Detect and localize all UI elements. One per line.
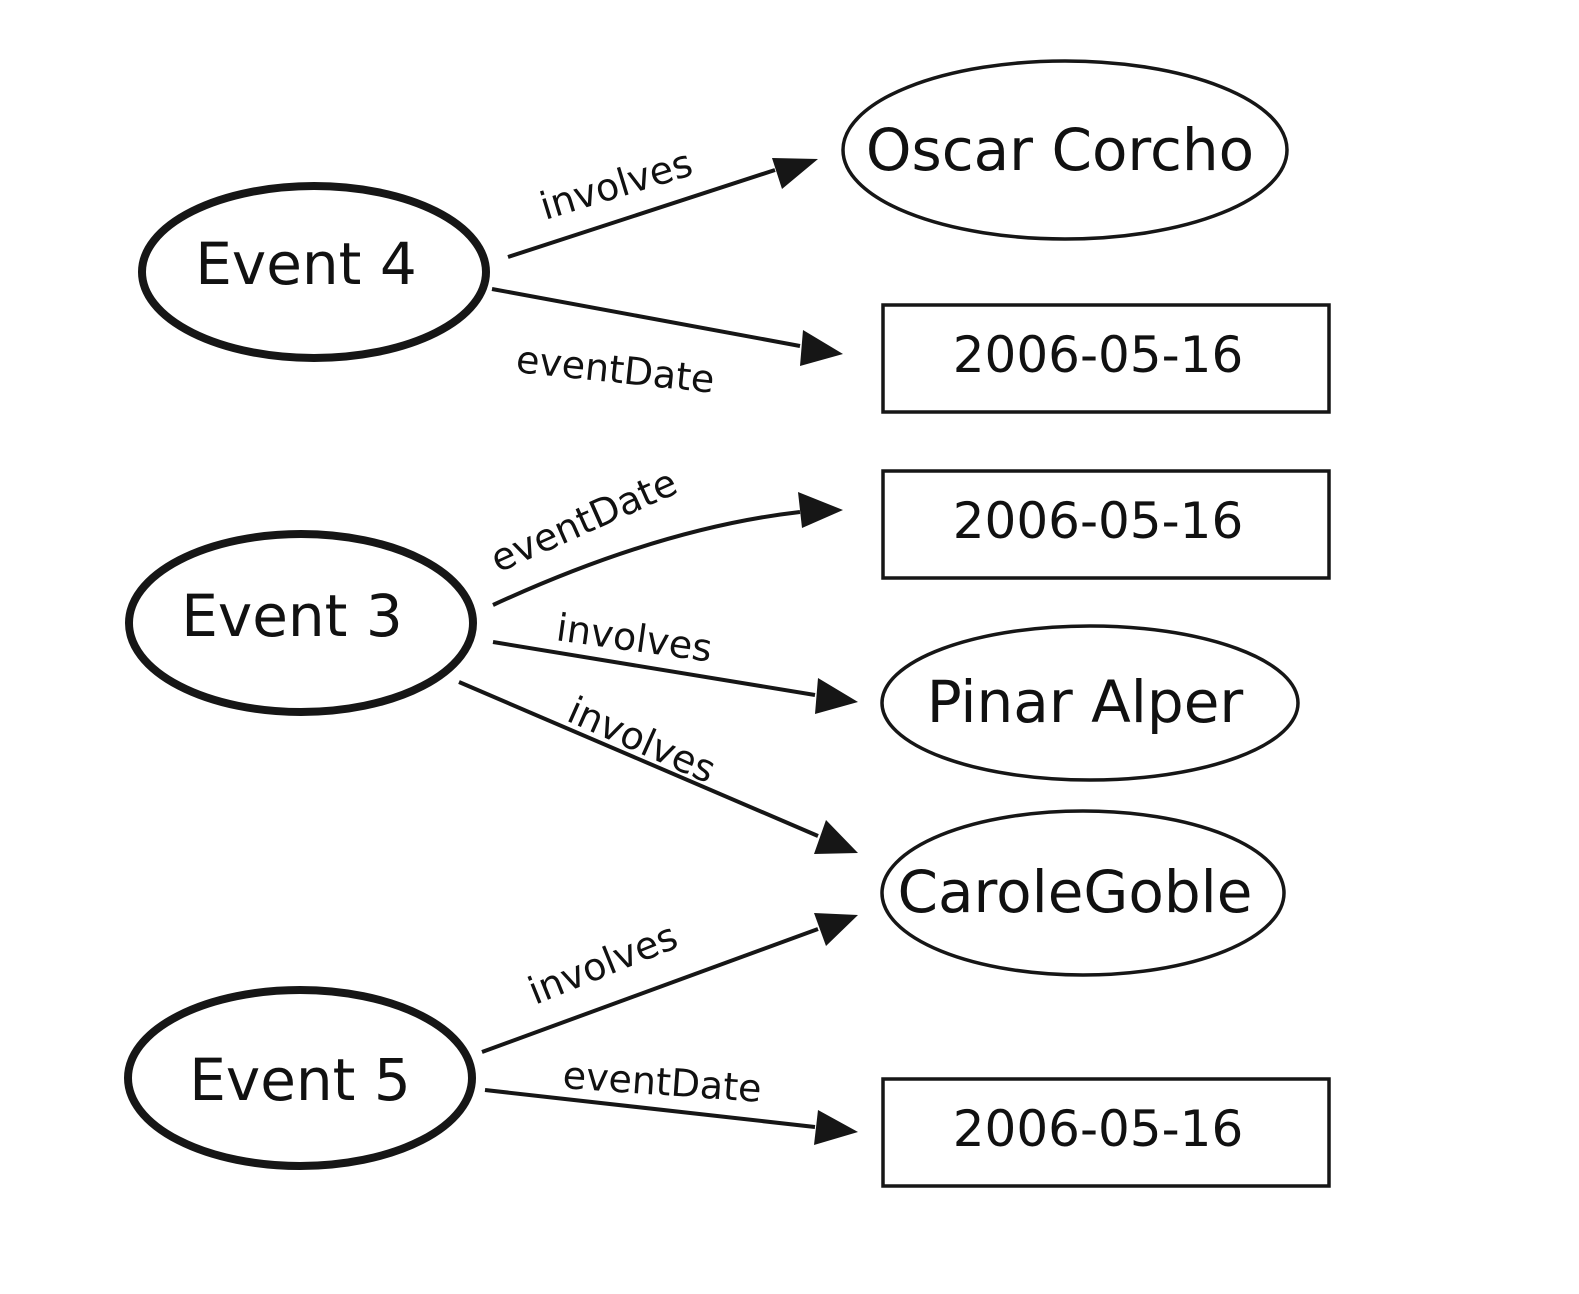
- literal-box: [881, 303, 1331, 414]
- node-label: 2006-05-16: [953, 1100, 1244, 1158]
- arrowhead-icon: [814, 820, 858, 854]
- entity-ellipse: [880, 809, 1286, 977]
- edge-label: eventDate: [514, 337, 717, 402]
- node-date-event3: 2006-05-16: [881, 469, 1331, 580]
- edge-line: [492, 640, 816, 697]
- event-ellipse: [138, 182, 490, 362]
- arrowhead-icon: [815, 678, 858, 714]
- node-label: Oscar Corcho: [866, 116, 1254, 184]
- literal-box: [881, 1077, 1331, 1188]
- node-label: 2006-05-16: [953, 326, 1244, 384]
- edge-label: involves: [561, 688, 722, 792]
- arrowhead-icon: [814, 913, 858, 946]
- edge-line: [491, 287, 801, 348]
- edge-line: [481, 927, 819, 1054]
- node-event-3: Event 3: [125, 530, 477, 716]
- edge-label: eventDate: [484, 460, 684, 581]
- edge-label: involves: [535, 141, 698, 229]
- event-ellipse: [124, 986, 476, 1170]
- edge-line: [458, 680, 819, 838]
- edge-label: involves: [522, 914, 684, 1013]
- node-label: Event 5: [189, 1046, 411, 1114]
- node-event-4: Event 4: [138, 182, 490, 362]
- edge-event3-eventdate: eventDate: [484, 460, 843, 607]
- edge-event5-involves-carole: involves: [481, 913, 858, 1054]
- arrowhead-icon: [772, 158, 818, 189]
- entity-ellipse: [880, 624, 1300, 782]
- entity-ellipse: [841, 59, 1289, 241]
- arrowhead-icon: [798, 492, 843, 528]
- node-label: Event 4: [195, 230, 417, 298]
- edge-event4-eventdate: eventDate: [491, 287, 843, 402]
- edge-event3-involves-carole: involves: [458, 680, 858, 854]
- node-date-event4: 2006-05-16: [881, 303, 1331, 414]
- node-carole-goble: CaroleGoble: [880, 809, 1286, 977]
- literal-box: [881, 469, 1331, 580]
- edge-line: [484, 1088, 816, 1129]
- edge-event5-eventdate: eventDate: [484, 1053, 858, 1145]
- node-date-event5: 2006-05-16: [881, 1077, 1331, 1188]
- arrowhead-icon: [800, 330, 843, 366]
- edge-label: involves: [554, 605, 715, 670]
- edge-event4-involves-oscar: involves: [507, 141, 818, 259]
- edge-line: [507, 168, 776, 259]
- node-label: Pinar Alper: [927, 668, 1244, 736]
- edge-event3-involves-pinar: involves: [492, 605, 858, 714]
- node-label: 2006-05-16: [953, 492, 1244, 550]
- event-ellipse: [125, 530, 477, 716]
- node-oscar-corcho: Oscar Corcho: [841, 59, 1289, 241]
- node-event-5: Event 5: [124, 986, 476, 1170]
- edge-line: [492, 510, 801, 607]
- node-label: CaroleGoble: [898, 858, 1253, 926]
- node-label: Event 3: [181, 582, 403, 650]
- arrowhead-icon: [814, 1110, 858, 1145]
- node-pinar-alper: Pinar Alper: [880, 624, 1300, 782]
